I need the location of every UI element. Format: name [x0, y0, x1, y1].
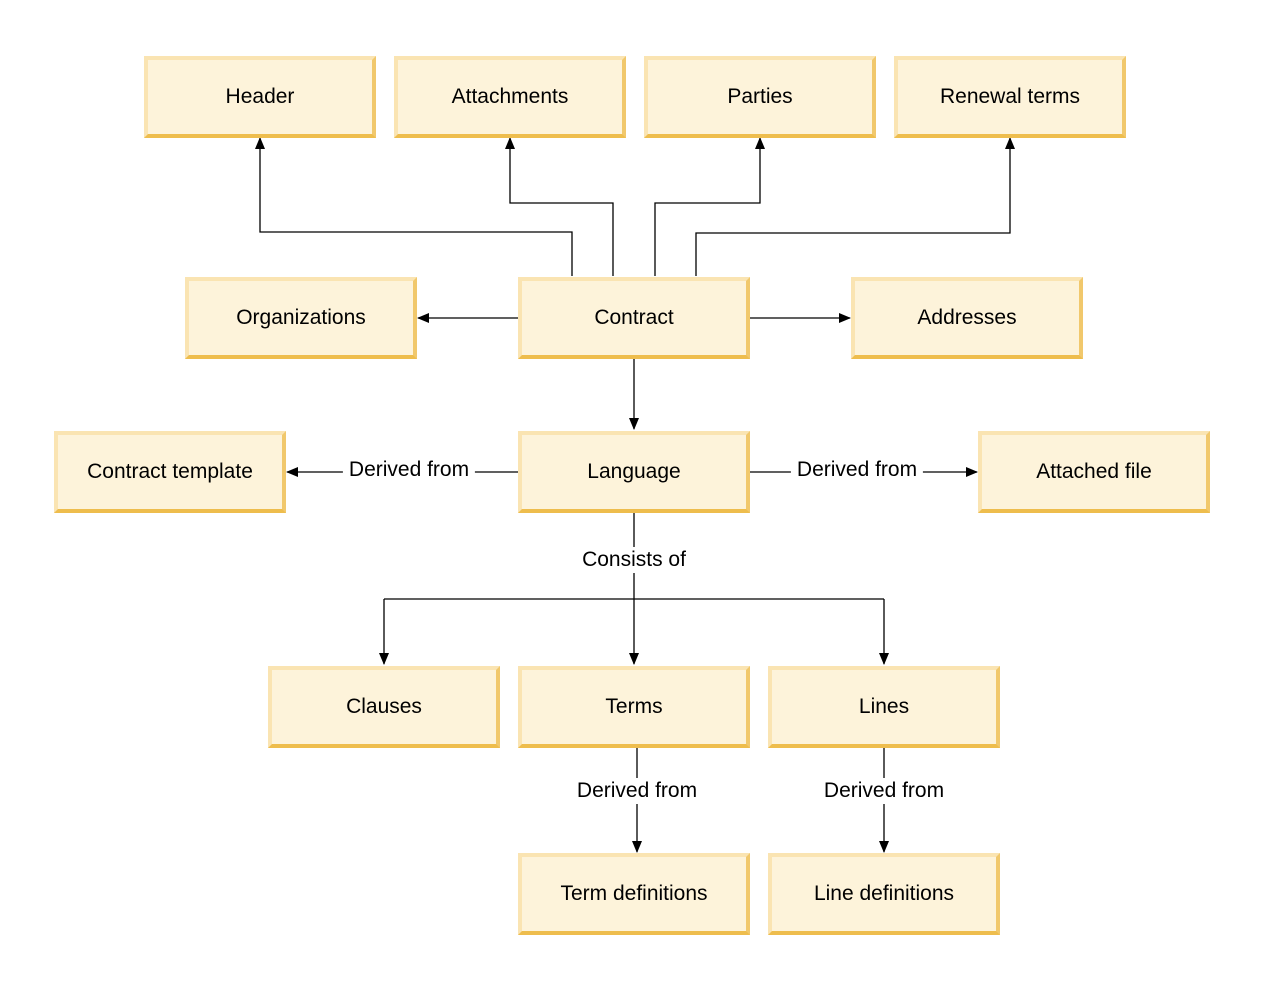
node-renewal-terms-label: Renewal terms	[939, 85, 1081, 108]
node-header-label: Header	[225, 85, 295, 108]
node-term-definitions: Term definitions	[518, 853, 750, 935]
node-contract-template-label: Contract template	[87, 460, 253, 483]
node-line-definitions-label: Line definitions	[813, 882, 955, 905]
edge-label-terms-to-definitions: Derived from	[570, 778, 704, 804]
node-attached-file: Attached file	[978, 431, 1210, 513]
node-language-label: Language	[587, 460, 681, 483]
node-attached-file-label: Attached file	[1036, 460, 1152, 483]
node-addresses-label: Addresses	[917, 306, 1017, 329]
node-line-definitions: Line definitions	[768, 853, 1000, 935]
node-terms-label: Terms	[605, 695, 663, 718]
node-parties-label: Parties	[727, 85, 793, 108]
node-attachments: Attachments	[394, 56, 626, 138]
node-language: Language	[518, 431, 750, 513]
node-organizations: Organizations	[185, 277, 417, 359]
node-lines-label: Lines	[858, 695, 910, 718]
edge-label-language-to-file: Derived from	[790, 457, 924, 483]
node-contract-label: Contract	[594, 306, 674, 329]
edge-label-language-to-template: Derived from	[342, 457, 476, 483]
node-renewal-terms: Renewal terms	[894, 56, 1126, 138]
edge-contract-to-parties	[654, 137, 765, 276]
node-parties: Parties	[644, 56, 876, 138]
edge-contract-to-renewal-terms	[695, 137, 1015, 276]
node-header: Header	[144, 56, 376, 138]
edge-label-consists-of: Consists of	[576, 547, 692, 573]
edge-contract-to-header	[255, 137, 573, 276]
node-clauses-label: Clauses	[346, 695, 422, 718]
node-addresses: Addresses	[851, 277, 1083, 359]
node-organizations-label: Organizations	[236, 306, 366, 329]
node-term-definitions-label: Term definitions	[560, 882, 708, 905]
node-contract: Contract	[518, 277, 750, 359]
node-lines: Lines	[768, 666, 1000, 748]
edge-label-lines-to-definitions: Derived from	[817, 778, 951, 804]
node-terms: Terms	[518, 666, 750, 748]
node-clauses: Clauses	[268, 666, 500, 748]
node-contract-template: Contract template	[54, 431, 286, 513]
node-attachments-label: Attachments	[451, 85, 569, 108]
edge-contract-to-attachments	[505, 137, 614, 276]
